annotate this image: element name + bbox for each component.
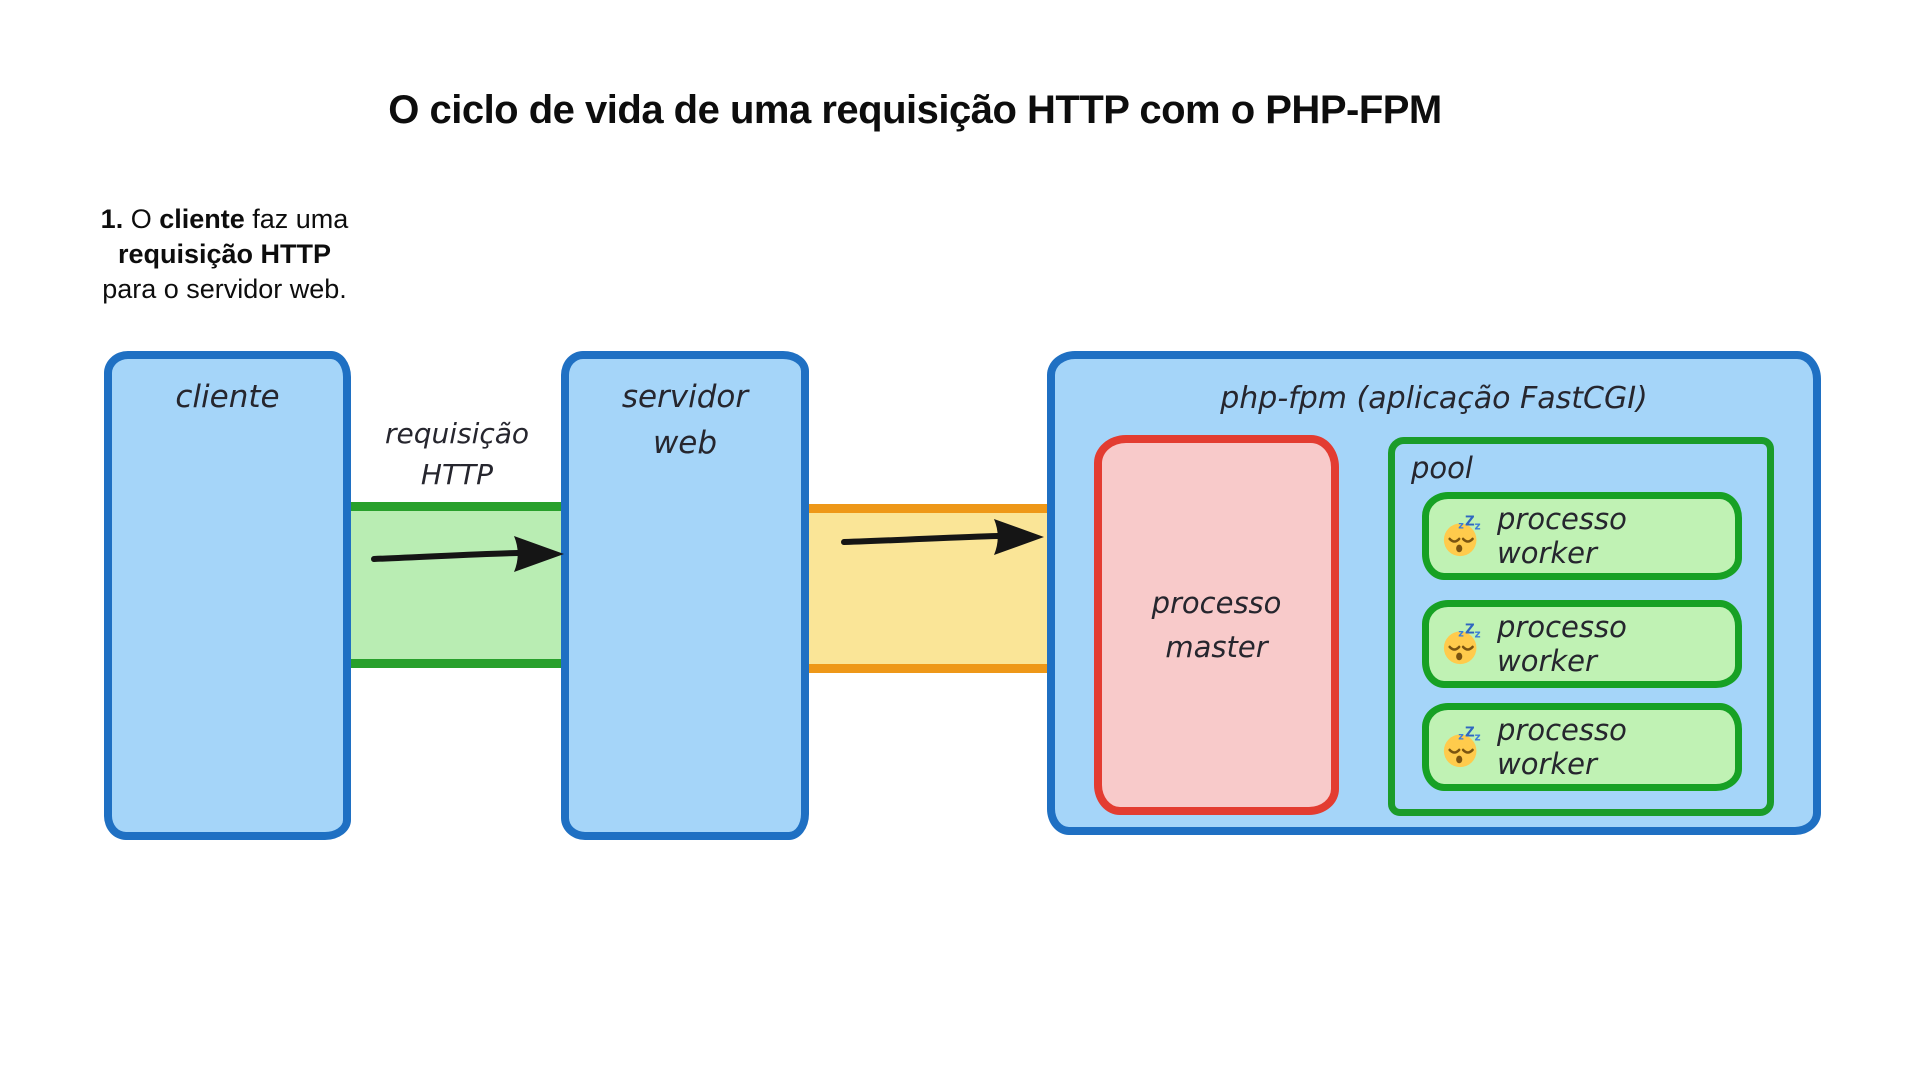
phpfpm-box-label: php-fpm (aplicação FastCGI) — [1220, 381, 1648, 416]
http-request-label-line2: HTTP — [420, 458, 494, 491]
http-request-band — [349, 502, 565, 668]
sleeping-face-emoji-icon: z Z z — [1443, 514, 1481, 557]
step-text-bold: cliente — [159, 204, 245, 234]
http-request-label: requisição HTTP — [336, 413, 578, 495]
step-1-annotation: 1. O cliente faz uma requisição HTTP par… — [72, 202, 377, 307]
svg-text:Z: Z — [1465, 725, 1475, 740]
worker-label: processo worker — [1497, 713, 1627, 781]
worker-label: processo worker — [1497, 502, 1627, 570]
svg-text:z: z — [1475, 731, 1481, 743]
master-label-line2: master — [1165, 630, 1268, 664]
phpfpm-box: php-fpm (aplicação FastCGI) processo mas… — [1047, 351, 1821, 835]
svg-text:z: z — [1475, 628, 1481, 640]
sleeping-face-emoji-icon: z Z z — [1443, 622, 1481, 665]
page-title: O ciclo de vida de uma requisição HTTP c… — [388, 88, 1442, 132]
http-request-label-line1: requisição — [384, 417, 530, 450]
svg-text:Z: Z — [1465, 514, 1475, 529]
step-text-regular: para o servidor web. — [102, 274, 347, 304]
step-text-regular: O — [123, 204, 160, 234]
pool-label: pool — [1411, 451, 1473, 485]
step-number: 1. — [100, 204, 124, 234]
svg-text:z: z — [1458, 731, 1464, 742]
worker-process-row: z Z z processo worker — [1422, 703, 1742, 791]
webserver-label-line2: web — [652, 425, 718, 461]
client-box: cliente — [104, 351, 351, 840]
black-right-arrow-icon — [371, 536, 564, 572]
svg-text:z: z — [1475, 520, 1481, 532]
master-process-box: processo master — [1094, 435, 1339, 815]
pool-box: pool z Z z processo worker — [1388, 437, 1774, 816]
webserver-box: servidor web — [561, 351, 809, 840]
svg-text:z: z — [1458, 628, 1464, 639]
client-box-label: cliente — [175, 379, 280, 415]
worker-process-row: z Z z processo worker — [1422, 492, 1742, 580]
svg-text:Z: Z — [1465, 622, 1475, 637]
step-text-bold: requisição HTTP — [117, 239, 332, 269]
webserver-box-label: servidor web — [569, 359, 801, 466]
webserver-label-line1: servidor — [621, 379, 749, 415]
black-right-arrow-icon — [841, 519, 1044, 555]
master-label-line1: processo — [1151, 586, 1282, 620]
sleeping-face-emoji-icon: z Z z — [1443, 725, 1481, 768]
worker-label: processo worker — [1497, 610, 1627, 678]
svg-text:z: z — [1458, 520, 1464, 531]
step-text-regular: faz uma — [244, 204, 349, 234]
worker-process-row: z Z z processo worker — [1422, 600, 1742, 688]
